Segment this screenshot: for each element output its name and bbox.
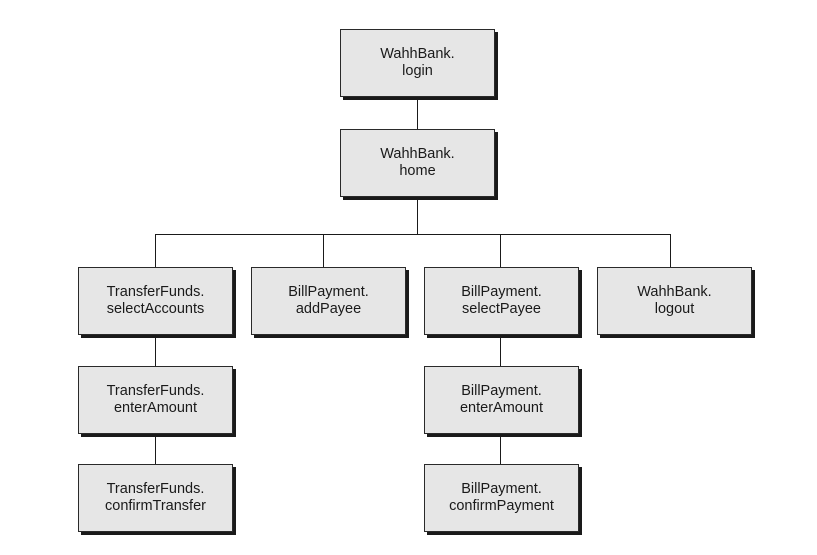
node-label-line-2: login: [402, 63, 433, 79]
node-label-line-2: enterAmount: [113, 400, 198, 416]
node-transferfunds-confirmtransfer: TransferFunds. confirmTransfer: [78, 464, 233, 532]
node-transferfunds-enteramount: TransferFunds. enterAmount: [78, 366, 233, 434]
node-label-line-2: addPayee: [295, 301, 362, 317]
node-billpayment-enteramount: BillPayment. enterAmount: [424, 366, 579, 434]
node-label-line-1: BillPayment.: [461, 481, 542, 497]
node-label-line-1: BillPayment.: [288, 284, 369, 300]
node-label-line-2: enterAmount: [459, 400, 544, 416]
node-label-line-2: home: [399, 163, 436, 179]
node-label-line-1: WahhBank.: [380, 46, 455, 62]
node-label-line-1: BillPayment.: [461, 383, 542, 399]
node-label-line-2: selectPayee: [462, 301, 541, 317]
node-label-line-1: TransferFunds.: [106, 383, 205, 399]
node-label-line-1: WahhBank.: [637, 284, 712, 300]
node-label-line-2: logout: [654, 301, 695, 317]
node-label-line-2: confirmPayment: [449, 498, 554, 514]
node-transferfunds-selectaccounts: TransferFunds. selectAccounts: [78, 267, 233, 335]
node-label-line-1: TransferFunds.: [106, 284, 205, 300]
node-label-line-1: TransferFunds.: [106, 481, 205, 497]
node-label-line-2: confirmTransfer: [105, 498, 206, 514]
node-wahhbank-login: WahhBank. login: [340, 29, 495, 97]
node-label-line-1: BillPayment.: [461, 284, 542, 300]
node-label-line-2: selectAccounts: [106, 301, 205, 317]
node-wahhbank-logout: WahhBank. logout: [597, 267, 752, 335]
node-label-line-1: WahhBank.: [380, 146, 455, 162]
node-billpayment-confirmpayment: BillPayment. confirmPayment: [424, 464, 579, 532]
node-wahhbank-home: WahhBank. home: [340, 129, 495, 197]
node-billpayment-selectpayee: BillPayment. selectPayee: [424, 267, 579, 335]
node-billpayment-addpayee: BillPayment. addPayee: [251, 267, 406, 335]
